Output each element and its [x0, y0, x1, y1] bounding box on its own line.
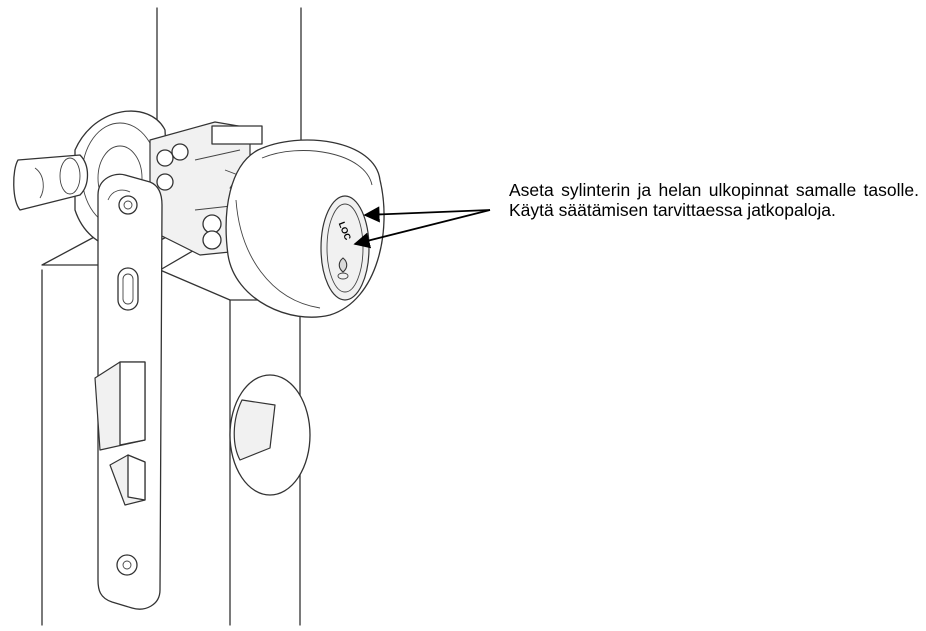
lock-mechanism: [149, 121, 263, 256]
door-frame: [41, 7, 302, 626]
deadbolt: [94, 361, 146, 451]
door-cylinder-hole: [229, 374, 311, 496]
callout-arrows: [353, 206, 491, 249]
thumb-turn: [13, 154, 89, 211]
instruction-callout: Aseta sylinterin ja helan ulkopinnat sam…: [509, 180, 919, 220]
cylinder-face: LOC: [320, 195, 370, 301]
latch-bolt: [109, 454, 146, 506]
